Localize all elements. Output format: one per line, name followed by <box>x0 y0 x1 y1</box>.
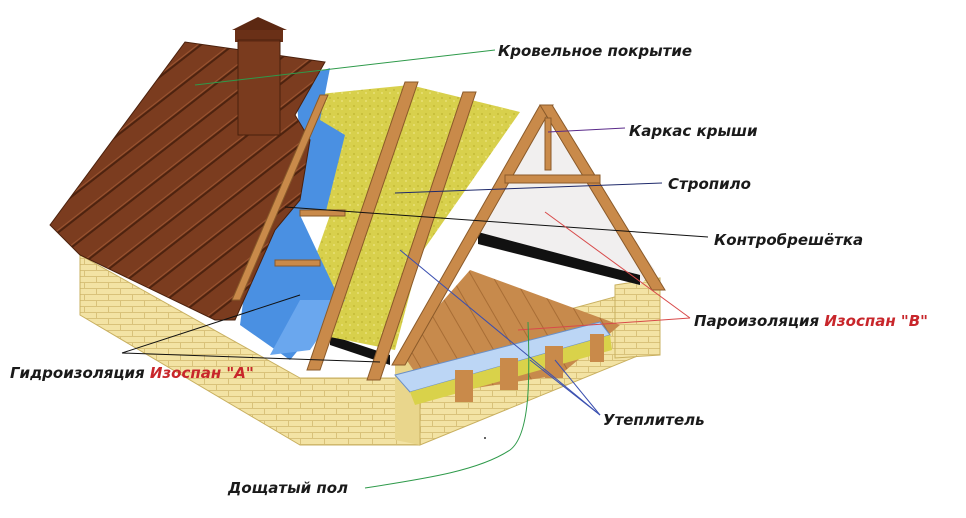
label-counter-batten: Контробрешётка <box>714 231 863 249</box>
label-waterproofing: Гидроизоляция Изоспан "А" <box>10 364 254 382</box>
waterproofing-brand: Изоспан "А" <box>150 364 254 382</box>
chimney <box>232 17 287 135</box>
label-roof-frame: Каркас крыши <box>629 122 758 140</box>
vapor-barrier-prefix: Пароизоляция <box>694 312 819 330</box>
label-plank-floor: Дощатый пол <box>227 479 348 497</box>
label-rafter: Стропило <box>668 175 751 193</box>
vapor-barrier-brand: Изоспан "В" <box>824 312 928 330</box>
label-vapor-barrier: Пароизоляция Изоспан "В" <box>694 312 928 330</box>
label-insulation: Утеплитель <box>603 411 705 429</box>
label-roof-covering: Кровельное покрытие <box>498 42 692 60</box>
waterproofing-prefix: Гидроизоляция <box>10 364 145 382</box>
